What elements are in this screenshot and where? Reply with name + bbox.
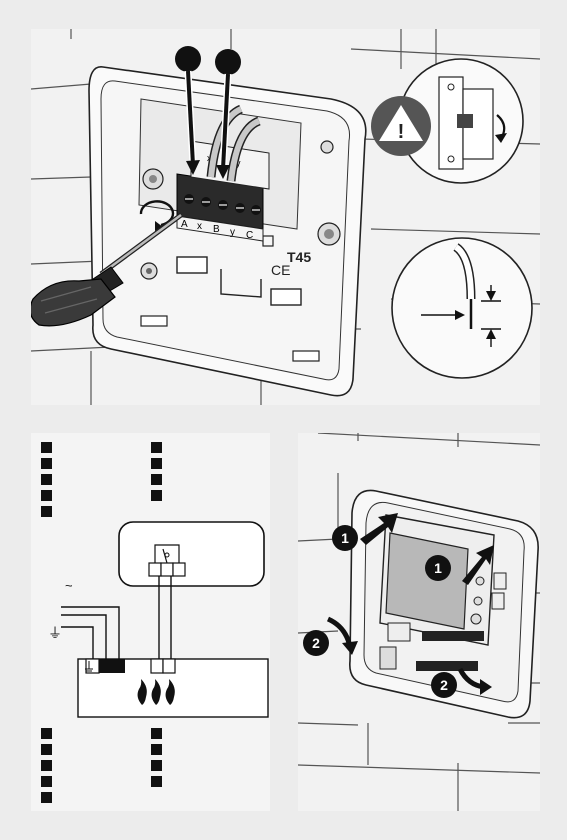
mounting-panel: 1 1 2 2 xyxy=(298,433,540,811)
terminal-label-b: B xyxy=(213,224,220,235)
wire-strip-inset xyxy=(392,238,532,378)
slot-right xyxy=(271,289,301,305)
step-1-label-right: 1 xyxy=(434,560,442,576)
flame-icon xyxy=(138,679,175,705)
ground-symbol: ⏚ xyxy=(48,625,62,641)
step-1-label: 1 xyxy=(341,530,349,546)
installation-illustration: A x B y C x y T45 CE xyxy=(31,29,540,405)
warning-symbol: ! xyxy=(398,121,405,143)
wiring-diagram-panel: ~ ⏚ xyxy=(31,433,270,811)
display-screen xyxy=(386,533,468,629)
terminal-label-a: A xyxy=(181,219,188,230)
installation-panel: A x B y C x y T45 CE xyxy=(31,29,540,405)
slot-left xyxy=(177,257,207,273)
power-lines xyxy=(61,607,119,659)
wiring-diagram: ~ ⏚ xyxy=(31,433,270,811)
terminal-label-x: x xyxy=(197,221,202,232)
thermostat-box xyxy=(119,522,264,586)
legend-squares-bottom xyxy=(41,728,162,803)
step-2-label-right: 2 xyxy=(440,677,448,693)
model-label: T45 xyxy=(287,249,311,265)
step-2-label: 2 xyxy=(312,635,320,651)
ac-symbol: ~ xyxy=(65,578,73,593)
terminal-strip-upper xyxy=(422,631,484,641)
ce-mark: CE xyxy=(271,262,290,278)
breaker-switch xyxy=(457,114,473,128)
terminal-label-y: y xyxy=(230,227,235,238)
mounting-illustration: 1 1 2 2 xyxy=(298,433,540,811)
terminal-label-c: C xyxy=(246,230,253,241)
terminal-strip-lower xyxy=(416,661,478,671)
legend-squares-top xyxy=(41,442,162,517)
